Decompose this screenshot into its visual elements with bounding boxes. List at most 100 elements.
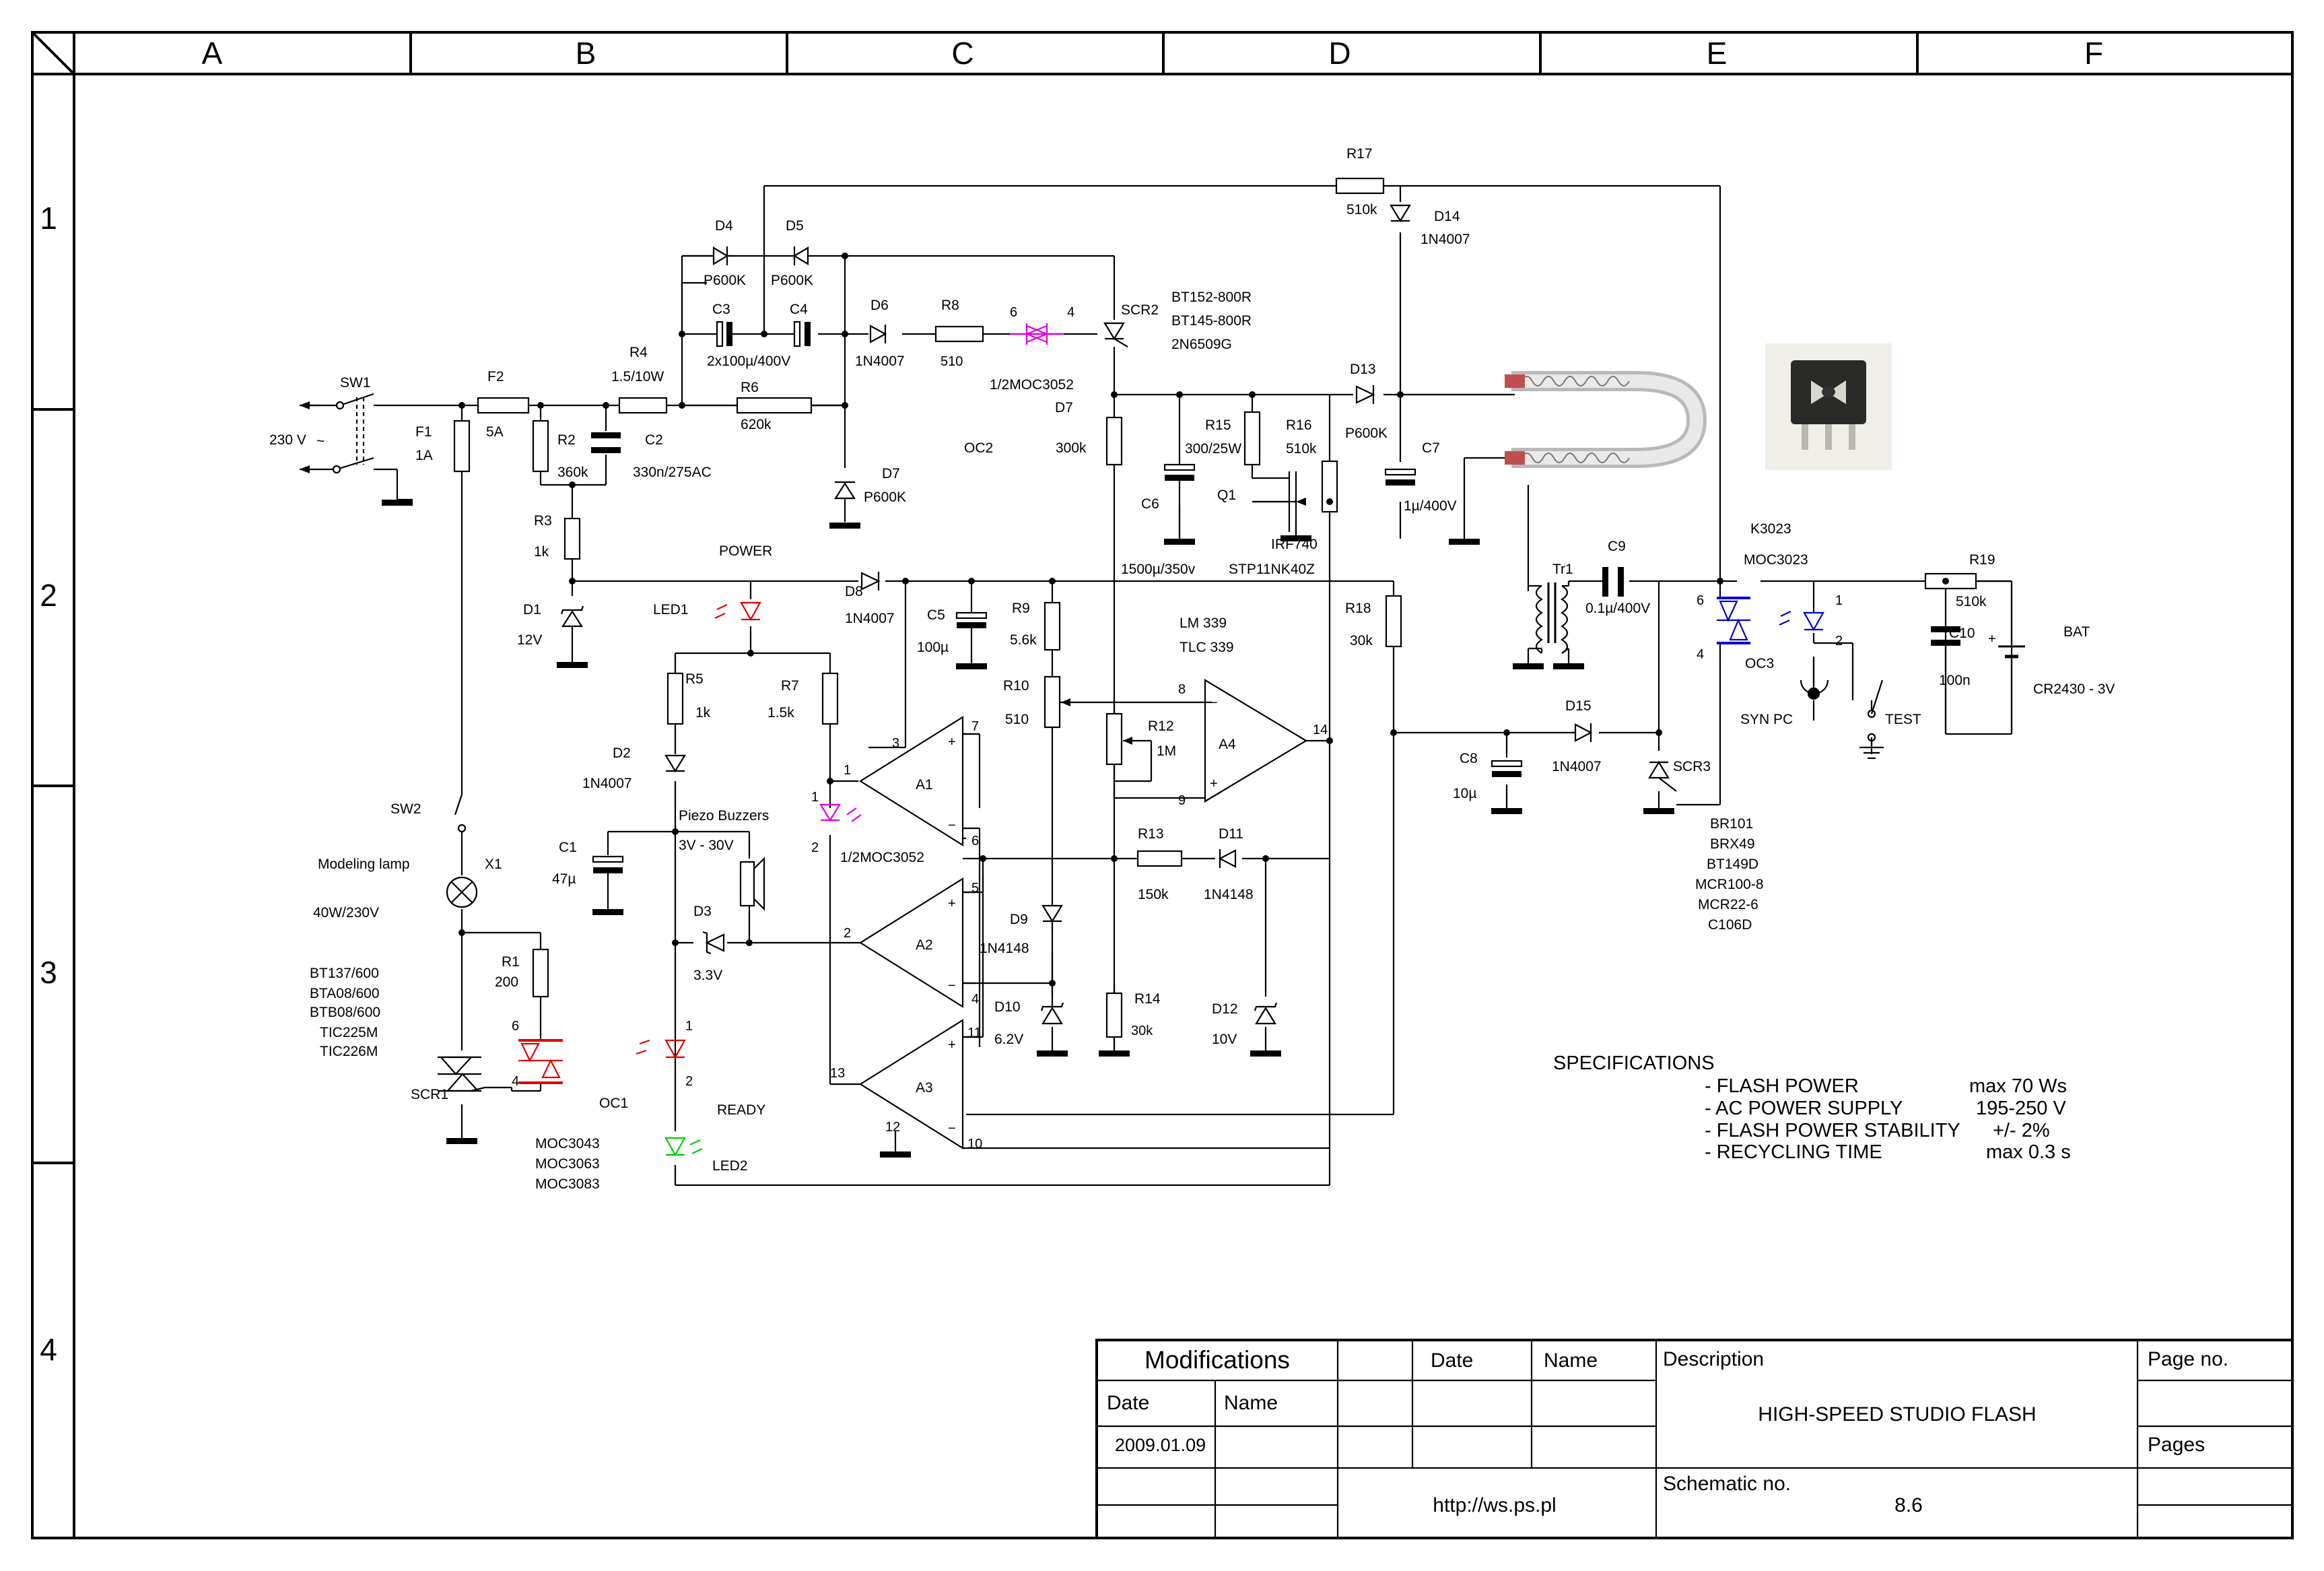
d1-value: 12V [517,632,542,648]
lamp-value: 40W/230V [313,905,379,921]
c2-label: C2 [645,432,663,448]
transformer-tr1 [1528,581,1570,654]
earth-ground [1859,737,1884,760]
d6-label: D6 [870,298,889,313]
d10-value: 6.2V [994,1032,1023,1047]
d9-value: 1N4148 [980,941,1029,956]
column-label: F [2084,36,2103,71]
drawing-title: HIGH-SPEED STUDIO FLASH [1758,1403,2036,1426]
x1-label: X1 [485,857,502,872]
oc3-pin1: 1 [1835,593,1843,608]
c3-label: C3 [712,302,730,317]
d5-label: D5 [786,218,804,234]
diode-d6 [869,325,887,343]
spec-value: +/- 2% [1993,1120,2050,1141]
minus-icon: − [1210,696,1218,710]
modeling-lamp [446,876,478,908]
column-label: D [1328,36,1351,71]
scr1-part: BTB08/600 [310,1005,380,1020]
page-no-label: Page no. [2148,1348,2228,1370]
scr3-label: SCR3 [1673,759,1711,774]
r19-label: R19 [1969,552,1995,568]
capacitor-c8 [1491,760,1523,777]
d14-value: 1N4007 [1421,232,1470,247]
diode-d7 [833,481,856,500]
c4-label: C4 [790,302,808,317]
c1-label: C1 [559,840,577,855]
row-label: 1 [40,201,57,236]
piezo-buzzer [739,857,765,911]
url-link[interactable]: http://ws.ps.pl [1433,1494,1556,1516]
oc1-part: MOC3043 [535,1136,600,1151]
comparator-a4 [1204,679,1308,803]
specifications: SPECIFICATIONS - FLASH POWER max 70 Ws -… [1553,1052,2071,1163]
bat-value: CR2430 - 3V [2033,681,2115,697]
row-label: 3 [40,955,57,990]
capacitor-c10 [1931,626,1960,734]
diode-d8 [860,572,881,591]
resistor-f1 [453,420,471,473]
row-labels: 1 2 3 4 [40,201,57,1367]
diode-d4 [682,246,729,265]
scr2-part1: BT152-800R [1171,290,1252,305]
r13-label: R13 [1138,826,1164,842]
a2-label: A2 [916,937,933,953]
c9-value: 0.1µ/400V [1585,601,1650,616]
d11-value: 1N4148 [1204,887,1254,902]
oc2-pin6: 6 [1010,305,1017,320]
ground-icon [382,500,413,506]
r17-value: 510k [1346,202,1377,218]
optotriac-oc2 [1010,323,1064,345]
r11-value: 300k [1056,440,1087,456]
r9-value: 5.6k [1010,632,1037,648]
diode-d9 [1041,904,1063,923]
date-value: 2009.01.09 [1115,1435,1206,1455]
d15-label: D15 [1565,698,1592,714]
r8-label: R8 [941,298,959,313]
diode-d13 [1355,385,1375,404]
d3-value: 3.3V [693,968,722,983]
d8-value: 1N4007 [845,611,895,626]
schematic-no-label: Schematic no. [1663,1473,1791,1495]
r7-value: 1.5k [767,705,794,721]
f2-label: F2 [487,369,504,385]
scr3 [1648,760,1677,792]
wires [300,185,2013,1186]
c8-value: 10µ [1453,786,1476,801]
scr1-part: BTA08/600 [310,986,380,1001]
capacitor-c4 [793,321,811,347]
led2 [664,1137,703,1157]
led1-label: LED1 [653,602,689,617]
d4-value: P600K [704,273,746,288]
diode-d10 [1040,1002,1064,1025]
piezo-label: Piezo Buzzers [679,808,769,824]
name-header-2: Name [1544,1349,1598,1372]
led1 [714,601,761,622]
f2-value: 5A [486,424,504,440]
spec-name: - FLASH POWER STABILITY [1705,1120,1960,1141]
d13-label: D13 [1350,362,1376,377]
mains-arrows [300,401,320,473]
resistor-r19 [1924,572,1977,590]
r1-label: R1 [502,954,520,970]
date-header-2: Date [1431,1349,1473,1372]
d2-value: 1N4007 [582,776,632,791]
led-oc2 [819,803,862,822]
resistor-r9 [1044,601,1061,651]
resistor-r8 [934,325,984,343]
column-label: C [951,36,973,71]
r10-value: 510 [1005,712,1029,727]
pin-number: 10 [967,1137,982,1151]
q1-part1: IRF740 [1271,537,1318,552]
resistor-r14 [1105,992,1123,1038]
resistor-r7 [821,672,839,725]
optotriac-oc1 [518,1039,563,1084]
sync-connector [1800,657,1829,721]
flash-tube [1505,371,1707,468]
pages-label: Pages [2148,1434,2205,1456]
drawing-frame [31,31,2294,1539]
c7-value: 1µ/400V [1404,498,1457,514]
piezo-value: 3V - 30V [679,838,734,853]
comparator-pins [894,701,1212,1138]
fuse-f2 [477,397,530,414]
